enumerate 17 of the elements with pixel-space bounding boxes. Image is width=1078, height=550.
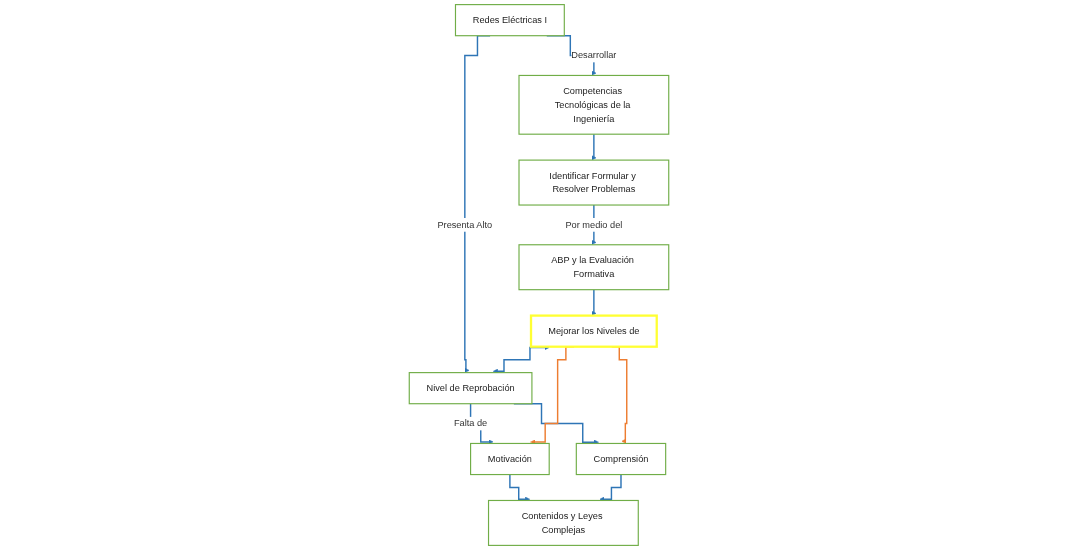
edge-label: Desarrollar [571, 50, 617, 61]
arrow [591, 288, 597, 316]
edge-label: Presenta Alto [437, 219, 493, 230]
edge-label: Falta de [453, 418, 488, 429]
node-box: Comprensión [575, 442, 667, 476]
node-box: Redes Eléctricas I [454, 4, 565, 37]
node-box: Contenidos y Leyes Complejas [487, 499, 639, 546]
node-box: Competencias Tecnológicas de la Ingeniería [518, 74, 670, 135]
arrow [591, 133, 597, 161]
node-box: ABP y la Evaluación Formativa [518, 244, 670, 291]
node-box: Motivación [470, 442, 550, 476]
node-box: Nivel de Reprobación [408, 372, 533, 405]
node-box: Mejorar los Niveles de [529, 314, 658, 348]
arrow [599, 473, 622, 502]
node-box: Identificar Formular y Resolver Problemas [518, 159, 670, 206]
edge-label: Por medio del [565, 219, 623, 230]
arrow [509, 473, 531, 502]
